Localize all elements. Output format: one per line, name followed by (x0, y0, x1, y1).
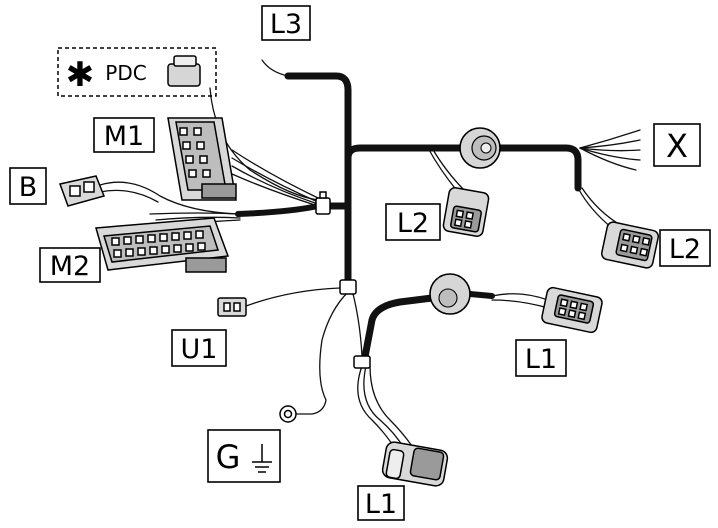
label-l1-bottom: L1 (357, 485, 405, 521)
trunk-l1 (360, 294, 436, 366)
l2-left-connector (442, 187, 490, 237)
l1-right-connector (541, 286, 603, 334)
label-l3: L3 (261, 5, 311, 41)
label-u1: U1 (171, 329, 227, 367)
label-m2-text: M2 (50, 251, 90, 282)
m2-connector (95, 217, 230, 273)
pdc-group: ✱ PDC (57, 47, 217, 97)
u1-connector (217, 297, 247, 317)
label-g-text: G (216, 438, 241, 476)
label-l1-right-text: L1 (525, 344, 557, 375)
trunk-l3 (284, 72, 352, 209)
asterisk-icon: ✱ (66, 55, 95, 95)
label-b: B (9, 167, 47, 205)
m1-connector (167, 117, 237, 201)
l1-bottom-connector (381, 441, 449, 487)
ground-ring-terminal (279, 405, 297, 423)
label-l2-left-text: L2 (397, 208, 429, 239)
l2-right-connector (600, 221, 660, 269)
ground-symbol-icon (252, 444, 272, 473)
label-u1-text: U1 (181, 334, 218, 365)
pdc-connector (167, 55, 201, 87)
label-l2-right: L2 (659, 229, 711, 267)
label-m1: M1 (93, 117, 155, 153)
label-l1-bottom-text: L1 (365, 489, 397, 520)
thin-wires (99, 87, 641, 451)
trunk-to-x (344, 144, 472, 184)
grommet-main (459, 127, 501, 169)
label-l1-right: L1 (515, 339, 567, 377)
label-l3-text: L3 (270, 9, 302, 40)
label-l2-right-text: L2 (669, 234, 701, 265)
label-x: X (653, 123, 701, 167)
harness-trunks (235, 59, 582, 366)
label-pdc-text: PDC (105, 61, 146, 85)
label-x-text: X (666, 127, 688, 165)
b-connector (59, 175, 106, 207)
label-m1-text: M1 (104, 121, 144, 152)
label-g: G (207, 429, 281, 483)
label-b-text: B (19, 172, 38, 203)
label-m2: M2 (39, 247, 101, 283)
junction-clips (315, 191, 371, 369)
grommet-l1 (429, 273, 471, 315)
label-l2-left: L2 (385, 203, 441, 241)
